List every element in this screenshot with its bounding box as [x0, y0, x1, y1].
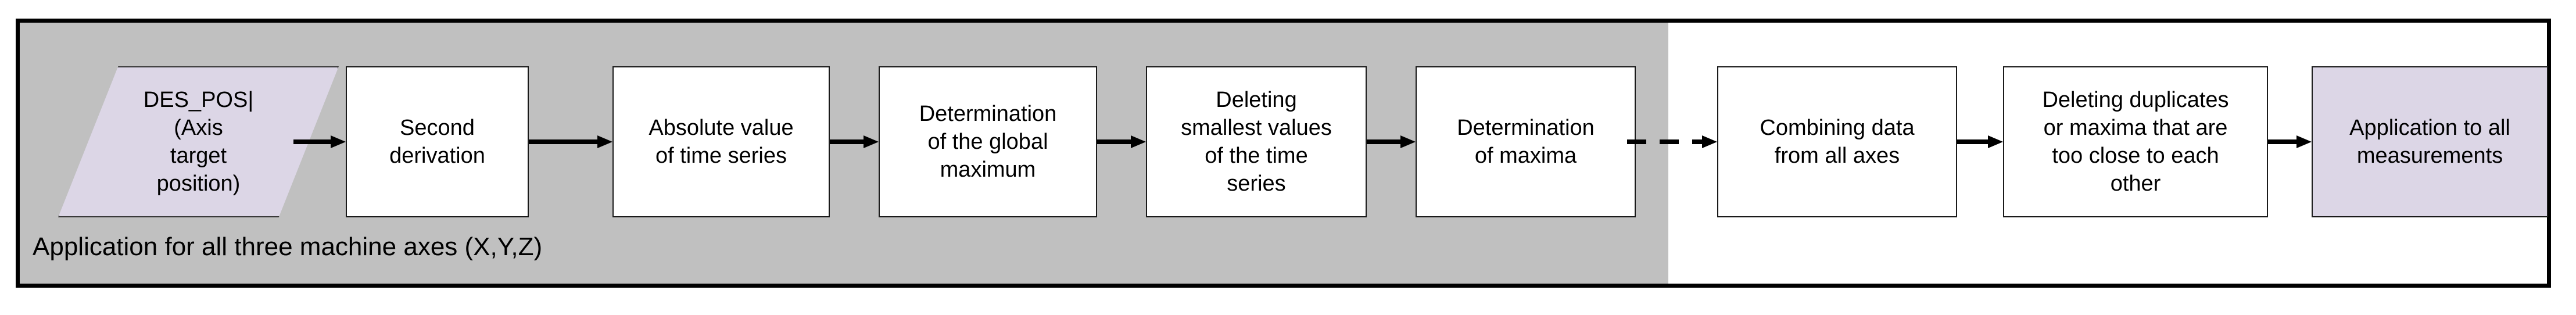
- arrow-global-maximum-to-delete-smallest: [1097, 135, 1146, 148]
- node-delete-smallest-line1: Deleting: [1216, 88, 1297, 112]
- arrow-head: [1988, 135, 2003, 148]
- arrow-shaft-dashed: [1627, 139, 1702, 144]
- arrow-combining-data-to-delete-duplicates: [1957, 135, 2003, 148]
- node-global-maximum-line3: maximum: [940, 158, 1036, 182]
- arrow-shaft: [293, 139, 331, 144]
- node-absolute-value-line1: Absolute value: [649, 116, 794, 140]
- node-combining-data-label: Combining data from all axes: [1760, 114, 1914, 170]
- arrow-head: [1131, 135, 1146, 148]
- arrow-head: [1400, 135, 1416, 148]
- arrow-des-pos-to-second-derivation: [293, 135, 346, 148]
- node-des-pos-line1: DES_POS|: [143, 88, 254, 112]
- node-combining-data-line1: Combining data: [1760, 116, 1915, 140]
- arrow-absolute-value-to-global-maximum: [830, 135, 879, 148]
- node-determination-maxima-line2: of maxima: [1474, 144, 1577, 168]
- node-delete-duplicates-line3: too close to each: [2052, 144, 2219, 168]
- node-global-maximum-label: Determination of the global maximum: [919, 100, 1057, 184]
- node-global-maximum[interactable]: Determination of the global maximum: [879, 66, 1097, 217]
- node-delete-duplicates-line2: or maxima that are: [2043, 116, 2228, 140]
- node-des-pos-line4: position): [156, 171, 241, 196]
- node-delete-duplicates-line4: other: [2110, 171, 2161, 196]
- node-delete-duplicates-label: Deleting duplicates or maxima that are t…: [2042, 86, 2229, 198]
- node-delete-smallest-line4: series: [1227, 171, 1286, 196]
- node-second-derivation-line2: derivation: [389, 144, 485, 168]
- node-combining-data-line2: from all axes: [1774, 144, 1900, 168]
- arrow-delete-duplicates-to-apply-all-measurements: [2268, 135, 2312, 148]
- node-absolute-value[interactable]: Absolute value of time series: [612, 66, 830, 217]
- arrow-determination-maxima-to-combining-data: [1627, 135, 1717, 148]
- node-des-pos-line3: target: [170, 144, 227, 168]
- node-des-pos[interactable]: DES_POS| (Axis target position): [58, 66, 339, 217]
- arrow-shaft: [529, 139, 597, 144]
- node-absolute-value-line2: of time series: [655, 144, 787, 168]
- arrow-head: [597, 135, 612, 148]
- node-determination-maxima-line1: Determination: [1457, 116, 1595, 140]
- node-delete-smallest-line2: smallest values: [1181, 116, 1332, 140]
- node-global-maximum-line2: of the global: [927, 130, 1048, 154]
- node-apply-all-measurements[interactable]: Application to all measurements: [2312, 66, 2548, 217]
- node-delete-smallest-line3: of the time: [1205, 144, 1308, 168]
- arrow-shaft: [1957, 139, 1988, 144]
- arrow-delete-smallest-to-determination-maxima: [1367, 135, 1416, 148]
- axis-group-caption: Application for all three machine axes (…: [33, 232, 543, 261]
- arrow-shaft: [1097, 139, 1131, 144]
- arrow-head: [331, 135, 346, 148]
- arrow-shaft: [2268, 139, 2296, 144]
- node-combining-data[interactable]: Combining data from all axes: [1717, 66, 1957, 217]
- node-determination-maxima[interactable]: Determination of maxima: [1416, 66, 1636, 217]
- node-delete-duplicates-line1: Deleting duplicates: [2042, 88, 2229, 112]
- node-determination-maxima-label: Determination of maxima: [1457, 114, 1595, 170]
- arrow-shaft: [1367, 139, 1400, 144]
- arrow-head: [1702, 135, 1717, 148]
- node-absolute-value-label: Absolute value of time series: [649, 114, 793, 170]
- arrow-head: [864, 135, 879, 148]
- node-second-derivation[interactable]: Second derivation: [346, 66, 529, 217]
- node-apply-all-measurements-line2: measurements: [2356, 144, 2503, 168]
- node-second-derivation-label: Second derivation: [389, 114, 485, 170]
- node-delete-smallest[interactable]: Deleting smallest values of the time ser…: [1146, 66, 1367, 217]
- arrow-head: [2296, 135, 2312, 148]
- node-delete-duplicates[interactable]: Deleting duplicates or maxima that are t…: [2003, 66, 2268, 217]
- arrow-shaft: [830, 139, 864, 144]
- node-global-maximum-line1: Determination: [919, 102, 1057, 126]
- node-apply-all-measurements-line1: Application to all: [2349, 116, 2510, 140]
- node-des-pos-label: DES_POS| (Axis target position): [58, 66, 339, 217]
- node-second-derivation-line1: Second: [400, 116, 475, 140]
- node-delete-smallest-label: Deleting smallest values of the time ser…: [1181, 86, 1332, 198]
- arrow-second-derivation-to-absolute-value: [529, 135, 612, 148]
- node-des-pos-line2: (Axis: [174, 116, 223, 140]
- node-apply-all-measurements-label: Application to all measurements: [2349, 114, 2510, 170]
